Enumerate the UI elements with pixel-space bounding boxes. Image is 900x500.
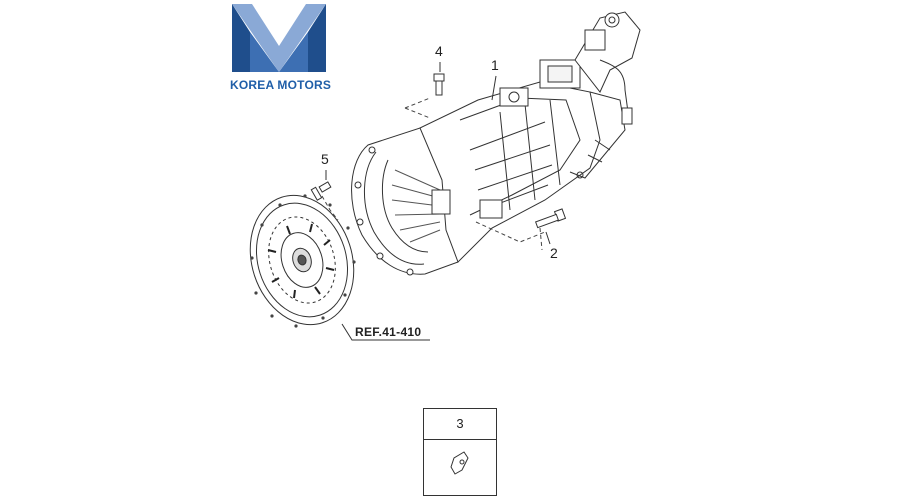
callout-1: 1 [491,57,499,73]
callout-2: 2 [550,245,558,261]
clutch-disc-assembly [249,194,356,328]
clip-part-icon [450,451,469,475]
part-3-image-area [424,440,496,496]
logo-text: KOREA MOTORS [230,78,332,92]
bolt-5-icon [310,181,332,201]
transmission-case [419,59,601,263]
bolt-4-icon [433,73,445,96]
extension-housing [569,11,641,179]
part-3-box: 3 [423,408,497,496]
leader-lines [321,97,546,251]
bolt-2-icon [534,208,567,229]
korea-motors-logo: KOREA MOTORS [230,2,332,94]
logo-mark-icon [232,4,326,72]
callout-5: 5 [321,151,329,167]
callout-lines [325,62,551,341]
part-3-number: 3 [424,409,496,440]
reference-label: REF.41-410 [355,325,422,339]
callout-4: 4 [435,43,443,59]
